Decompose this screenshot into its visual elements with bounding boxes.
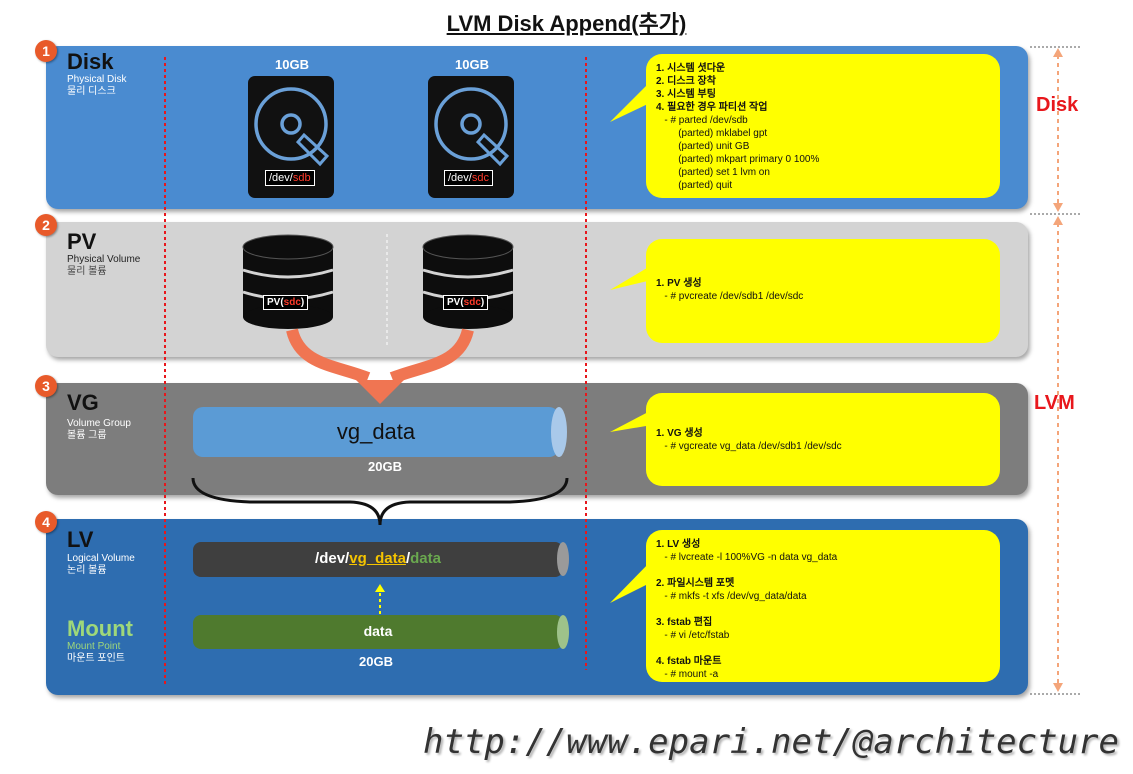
- lv-sub-en: Logical Volume: [67, 553, 135, 564]
- mount-sub-ko: 마운트 포인트: [67, 653, 125, 664]
- step-line: (parted) quit: [656, 180, 733, 191]
- step-line: 2. 디스크 장착: [656, 76, 716, 87]
- mount-label: Mount: [67, 616, 133, 641]
- vg-cylinder: [193, 407, 567, 457]
- lv-cylinder: [193, 542, 569, 577]
- disk-label: Disk: [67, 49, 114, 74]
- step-line: - # pvcreate /dev/sdb1 /dev/sdc: [656, 291, 804, 302]
- step-line: 2. 파일시스템 포멧: [656, 578, 735, 589]
- lv-sub-ko: 논리 볼륨: [67, 565, 107, 576]
- lvm-side-label: LVM: [1034, 392, 1075, 414]
- vg-sub-ko: 볼륨 그룹: [67, 430, 107, 441]
- disk-steps-bubble: 1. 시스템 셧다운 2. 디스크 장착 3. 시스템 부팅 4. 필요한 경우 파티…: [646, 54, 1000, 198]
- step-line: - # mkfs -t xfs /dev/vg_data/data: [656, 591, 807, 602]
- mount-size: 20GB: [359, 654, 393, 669]
- pv-device-label: PV(sdc): [263, 295, 309, 310]
- disk-side-label: Disk: [1036, 94, 1079, 116]
- step-line: - # vgcreate vg_data /dev/sdb1 /dev/sdc: [656, 441, 842, 452]
- step-line: (parted) unit GB: [656, 141, 750, 152]
- step-line: 1. 시스템 셧다운: [656, 63, 726, 74]
- brace: [191, 477, 569, 526]
- step-line: (parted) mklabel gpt: [656, 128, 768, 139]
- disk-sub-ko: 물리 디스크: [67, 86, 116, 97]
- database-icon: [242, 234, 334, 329]
- step-badge-1: 1: [35, 40, 57, 62]
- vg-steps-bubble: 1. VG 생성 - # vgcreate vg_data /dev/sdb1 …: [646, 393, 1000, 486]
- step-line: [656, 603, 990, 616]
- mount-sub-en: Mount Point: [67, 641, 121, 652]
- disk-device-label: /dev/sdb: [265, 170, 315, 186]
- step-line: 1. VG 생성: [656, 428, 703, 439]
- step-line: (parted) mkpart primary 0 100%: [656, 154, 820, 165]
- database-icon: [422, 234, 514, 329]
- pv-device-label: PV(sdc): [443, 295, 489, 310]
- disk-device-label: /dev/sdc: [444, 170, 493, 186]
- lv-path: /dev/vg_data/data: [315, 550, 441, 567]
- diagram-title: LVM Disk Append(추가): [446, 11, 687, 36]
- step-line: - # mount -a: [656, 669, 719, 680]
- step-line: 4. 필요한 경우 파티션 작업: [656, 102, 768, 113]
- vg-label: VG: [67, 390, 99, 415]
- lv-steps-bubble: 1. LV 생성 - # lvcreate -l 100%VG -n data …: [646, 530, 1000, 682]
- mount-cylinder: [193, 615, 569, 649]
- merge-arrow: [286, 328, 371, 384]
- step-badge-4: 4: [35, 511, 57, 533]
- step-badge-2: 2: [35, 214, 57, 236]
- step-line: (parted) set 1 lvm on: [656, 167, 770, 178]
- pv-steps-bubble: 1. PV 생성 - # pvcreate /dev/sdb1 /dev/sdc: [646, 239, 1000, 343]
- step-line: - # vi /etc/fstab: [656, 630, 730, 641]
- disk-size-label: 10GB: [275, 57, 309, 72]
- pv-sub-en: Physical Volume: [67, 254, 141, 265]
- pv-sub-ko: 물리 볼륨: [67, 266, 107, 277]
- vg-size: 20GB: [368, 459, 402, 474]
- source-url: http://www.epari.net/@architecture: [423, 722, 1119, 762]
- vg-sub-en: Volume Group: [67, 418, 131, 429]
- step-line: - # lvcreate -l 100%VG -n data vg_data: [656, 552, 838, 563]
- step-line: 3. fstab 편집: [656, 617, 713, 628]
- step-line: [656, 564, 990, 577]
- step-line: 4. fstab 마운트: [656, 656, 722, 667]
- pv-label: PV: [67, 229, 97, 254]
- step-badge-3: 3: [35, 375, 57, 397]
- step-line: [656, 642, 990, 655]
- step-line: - # parted /dev/sdb: [656, 115, 748, 126]
- step-line: 1. PV 생성: [656, 278, 702, 289]
- mount-name: data: [363, 623, 393, 639]
- step-line: 1. LV 생성: [656, 539, 701, 550]
- hard-disk-icon: [428, 76, 514, 198]
- disk-sub-en: Physical Disk: [67, 74, 127, 85]
- vg-name: vg_data: [336, 419, 416, 444]
- hard-disk-icon: [248, 76, 334, 198]
- step-line: 3. 시스템 부팅: [656, 89, 716, 100]
- lv-label: LV: [67, 527, 94, 552]
- disk-size-label: 10GB: [455, 57, 489, 72]
